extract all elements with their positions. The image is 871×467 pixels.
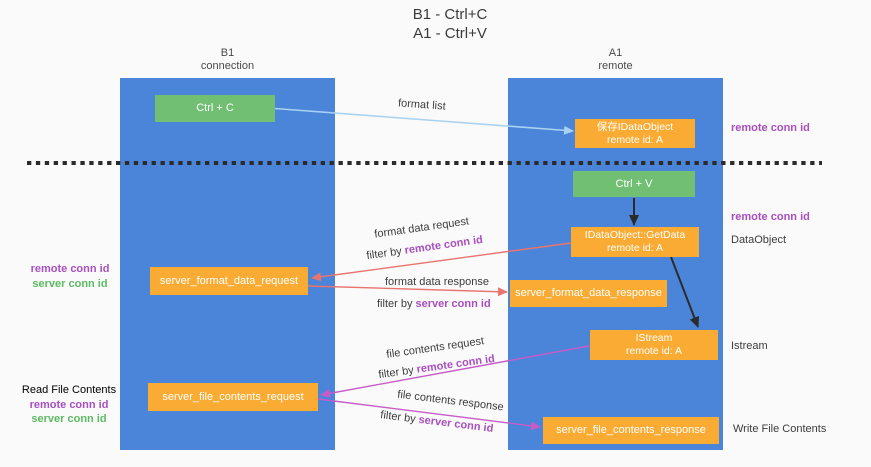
filter-by-text: filter by bbox=[365, 245, 403, 263]
right-write-file-contents-label: Write File Contents bbox=[733, 423, 827, 435]
title-line-1: B1 - Ctrl+C bbox=[412, 6, 488, 23]
istream-box: IStream remote id: A bbox=[590, 330, 718, 360]
left-conn-id-block: remote conn id server conn id bbox=[22, 262, 118, 291]
server-file-contents-request-box: server_file_contents_request bbox=[148, 383, 318, 411]
server-file-contents-request-label: server_file_contents_request bbox=[162, 390, 304, 403]
server-format-data-request-box: server_format_data_request bbox=[150, 267, 308, 295]
ctrl-c-box: Ctrl + C bbox=[155, 95, 275, 122]
remote-conn-id-key: remote conn id bbox=[403, 233, 484, 257]
getdata-box: IDataObject::GetData remote id: A bbox=[571, 227, 699, 257]
ctrl-c-label: Ctrl + C bbox=[196, 102, 234, 114]
server-format-data-request-label: server_format_data_request bbox=[159, 274, 299, 287]
save-dataobject-box: 保存IDataObject remote id: A bbox=[575, 119, 695, 148]
right-remote-conn-id-mid: remote conn id bbox=[731, 211, 810, 223]
lifeline-a1-header: A1 remote bbox=[508, 47, 723, 73]
flow-label-format-data-response: format data response bbox=[385, 276, 489, 288]
save-dataobject-subtitle: remote id: A bbox=[606, 133, 664, 146]
right-istream-label: Istream bbox=[731, 340, 768, 352]
left-read-file-contents-label: Read File Contents bbox=[21, 384, 117, 396]
server-conn-id-key: server conn id bbox=[417, 413, 494, 435]
lifeline-b1-header: B1 connection bbox=[120, 47, 335, 73]
left-server-conn-id-mid: server conn id bbox=[32, 277, 108, 290]
flow-label-format-list: format list bbox=[397, 97, 447, 113]
server-format-data-response-label: server_format_data_response bbox=[515, 287, 662, 299]
ctrl-v-box: Ctrl + V bbox=[573, 171, 695, 197]
flow-label-file-contents-response: file contents response bbox=[396, 388, 505, 414]
remote-conn-id-key: remote conn id bbox=[415, 352, 496, 376]
lifeline-b1-role: connection bbox=[200, 60, 255, 72]
lifeline-a1-name: A1 bbox=[608, 47, 623, 59]
left-remote-conn-id-mid: remote conn id bbox=[30, 263, 110, 275]
server-format-data-response-box: server_format_data_response bbox=[510, 280, 667, 307]
istream-subtitle: remote id: A bbox=[625, 345, 683, 357]
server-conn-id-key: server conn id bbox=[415, 298, 491, 310]
ctrl-v-label: Ctrl + V bbox=[615, 177, 653, 190]
left-server-conn-id-bottom: server conn id bbox=[31, 413, 107, 425]
right-dataobject-label: DataObject bbox=[731, 234, 787, 246]
lifeline-b1-name: B1 bbox=[220, 47, 235, 59]
right-remote-conn-id-top: remote conn id bbox=[731, 122, 810, 134]
server-file-contents-response-box: server_file_contents_response bbox=[543, 417, 719, 444]
title-line-2: A1 - Ctrl+V bbox=[413, 25, 487, 42]
server-file-contents-response-label: server_file_contents_response bbox=[556, 424, 706, 436]
getdata-subtitle: remote id: A bbox=[606, 242, 664, 254]
left-read-file-block: Read File Contents remote conn id server… bbox=[18, 383, 120, 427]
filter-by-text: filter by bbox=[377, 364, 415, 382]
lifeline-a1-role: remote bbox=[598, 60, 633, 72]
filter-by-text: filter by bbox=[377, 298, 413, 310]
filter-by-text: filter by bbox=[379, 409, 417, 426]
left-remote-conn-id-bottom: remote conn id bbox=[29, 398, 109, 411]
istream-title: IStream bbox=[635, 332, 673, 344]
save-dataobject-title: 保存IDataObject bbox=[596, 120, 674, 133]
getdata-title: IDataObject::GetData bbox=[584, 229, 686, 241]
diagram-title: B1 - Ctrl+C A1 - Ctrl+V bbox=[380, 5, 520, 43]
